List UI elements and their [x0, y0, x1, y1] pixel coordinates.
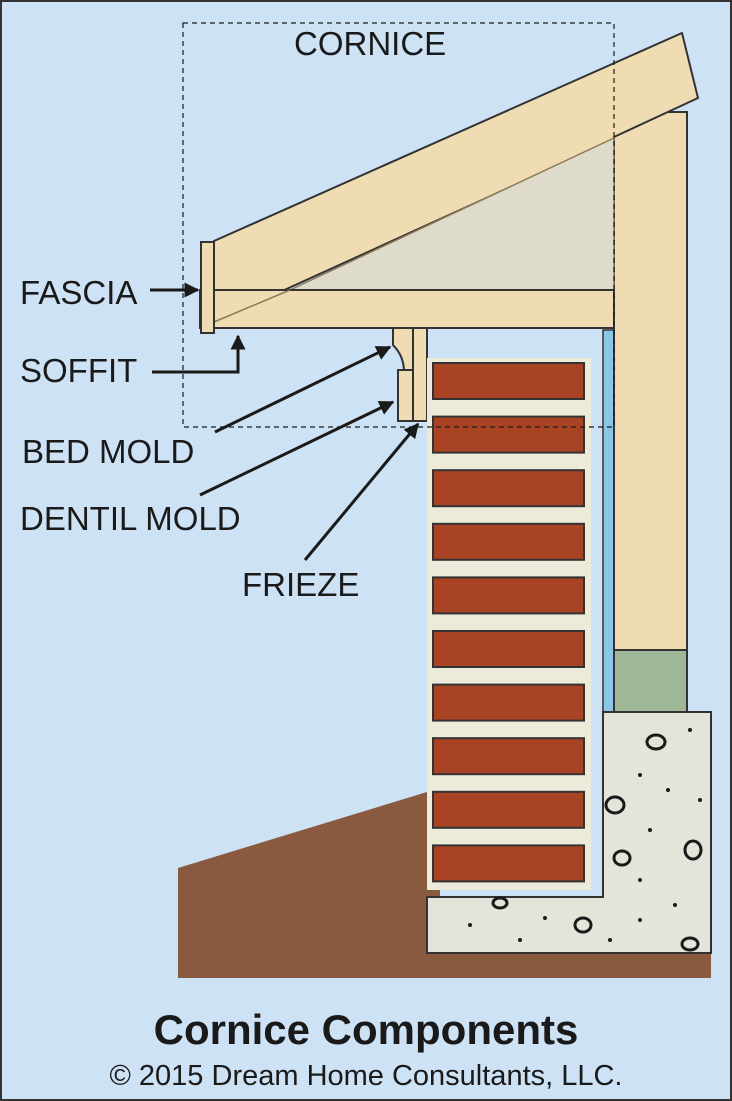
dentil-mold-arrow [199, 400, 395, 497]
bed-mold-arrow [214, 345, 392, 434]
soffit-board [199, 289, 615, 329]
brick [432, 790, 585, 829]
dentil-mold-label: DENTIL MOLD [20, 500, 241, 537]
aggregate [491, 733, 703, 952]
brick [432, 683, 585, 722]
soffit-label: SOFFIT [20, 352, 137, 389]
brick [432, 737, 585, 776]
sill-plate [613, 649, 688, 713]
cornice-boundary [182, 22, 615, 428]
brick-wall [432, 362, 585, 883]
dentil-mold [397, 369, 414, 422]
cornice-label: CORNICE [294, 25, 446, 62]
fascia-board [200, 241, 215, 334]
diagram-title: Cornice Components [154, 1006, 579, 1053]
aggregate-specks [468, 728, 702, 942]
frieze-arrow [303, 422, 420, 561]
wall-stud [613, 111, 688, 651]
ground [178, 788, 711, 978]
leader-arrows [150, 282, 420, 561]
copyright: © 2015 Dream Home Consultants, LLC. [110, 1060, 623, 1092]
brick [432, 415, 585, 454]
foundation [426, 711, 712, 954]
brick [432, 630, 585, 668]
frieze-board [412, 327, 428, 422]
frieze-label: FRIEZE [242, 566, 359, 603]
sheathing [602, 329, 615, 713]
bed-mold-label: BED MOLD [22, 433, 194, 470]
fascia-label: FASCIA [20, 274, 137, 311]
brick [432, 576, 585, 615]
brick [432, 844, 585, 883]
brick [432, 362, 585, 400]
soffit-arrow [152, 334, 246, 374]
brick [432, 469, 585, 508]
brick [432, 522, 585, 561]
